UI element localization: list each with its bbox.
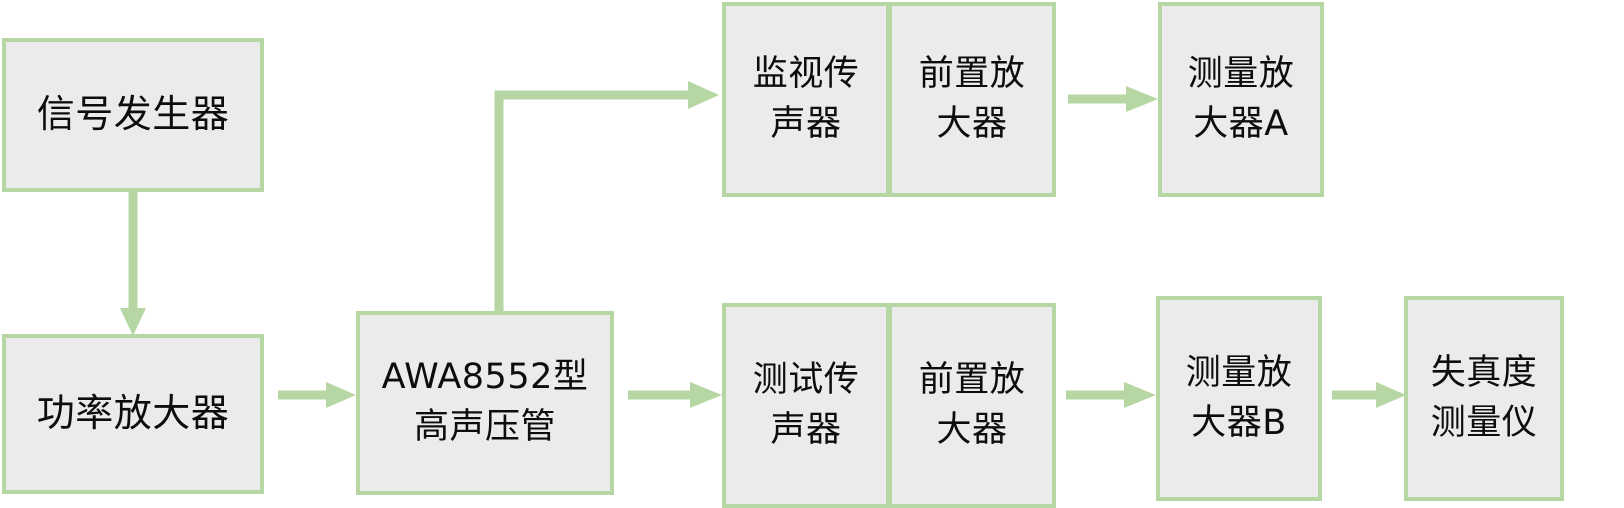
node-distortion-meter[interactable]: 失真度 测量仪 [1404, 296, 1564, 501]
node-monitor-microphone[interactable]: 监视传 声器 [722, 2, 890, 197]
node-test-microphone[interactable]: 测试传 声器 [722, 303, 890, 508]
edge-signal-generator-to-power-amplifier [118, 190, 150, 340]
node-measuring-amplifier-b[interactable]: 测量放 大器B [1156, 296, 1322, 501]
edge-preamp-top-to-meas-amp-a [1068, 82, 1160, 116]
edge-awa-tube-to-monitor-mic [490, 81, 722, 312]
node-signal-generator[interactable]: 信号发生器 [2, 38, 264, 192]
edge-meas-amp-b-to-distortion-meter [1332, 378, 1408, 412]
node-preamplifier-bottom[interactable]: 前置放 大器 [888, 303, 1056, 508]
node-power-amplifier[interactable]: 功率放大器 [2, 334, 264, 494]
node-preamplifier-top[interactable]: 前置放 大器 [888, 2, 1056, 197]
edge-awa-tube-to-test-mic [628, 378, 724, 412]
node-measuring-amplifier-a[interactable]: 测量放 大器A [1158, 2, 1324, 197]
edge-power-amplifier-to-awa-tube [278, 378, 358, 412]
edge-preamp-bottom-to-meas-amp-b [1066, 378, 1158, 412]
node-awa8552-tube[interactable]: AWA8552型 高声压管 [356, 311, 614, 495]
